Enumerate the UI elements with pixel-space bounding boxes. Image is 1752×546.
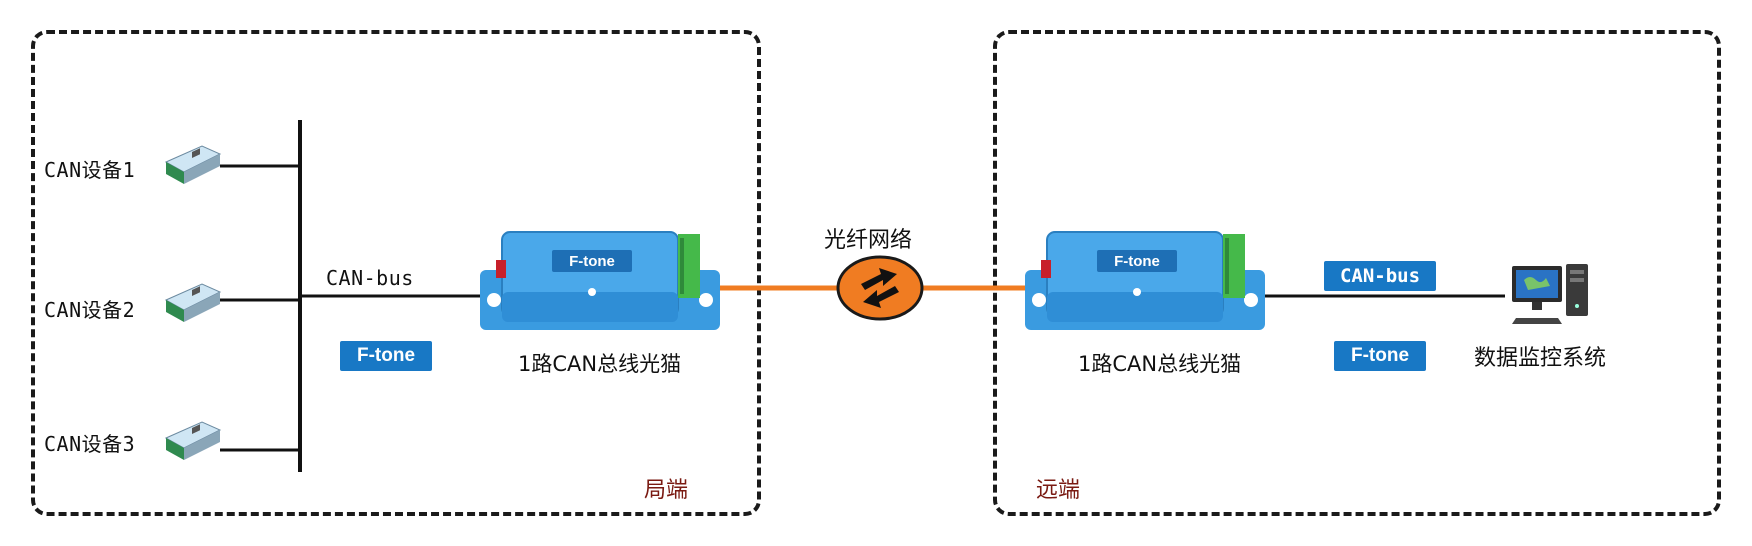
remote-can-bus-badge: CAN-bus — [1324, 261, 1436, 291]
can-device-1-icon — [164, 145, 222, 184]
remote-side-zone — [993, 30, 1721, 516]
local-converter-label: 1路CAN总线光猫 — [518, 352, 682, 376]
remote-side-label: 远端 — [1036, 478, 1081, 503]
local-brand-badge: F-tone — [340, 341, 432, 371]
remote-converter-icon: F-tone — [1025, 231, 1265, 330]
local-side-zone — [31, 30, 761, 516]
local-side-label: 局端 — [644, 478, 689, 503]
local-converter-brand: F-tone — [569, 253, 615, 270]
monitoring-computer-icon — [1512, 264, 1588, 324]
can-device-2-icon — [164, 283, 222, 322]
remote-converter-label: 1路CAN总线光猫 — [1078, 352, 1242, 376]
arrow-left-icon — [863, 286, 899, 308]
fiber-network-label: 光纤网络 — [824, 228, 913, 253]
can-device-2-label: CAN设备2 — [44, 298, 136, 322]
local-converter-icon: F-tone — [480, 231, 720, 330]
local-can-bus-label: CAN-bus — [326, 266, 414, 290]
remote-converter-brand: F-tone — [1114, 253, 1160, 270]
monitoring-system-label: 数据监控系统 — [1474, 346, 1607, 371]
fiber-network-hub-icon — [836, 255, 924, 321]
can-device-3-label: CAN设备3 — [44, 432, 136, 456]
arrow-right-icon — [861, 268, 897, 290]
remote-brand-badge: F-tone — [1334, 341, 1426, 371]
can-device-1-label: CAN设备1 — [44, 158, 136, 182]
can-device-3-icon — [164, 421, 222, 460]
